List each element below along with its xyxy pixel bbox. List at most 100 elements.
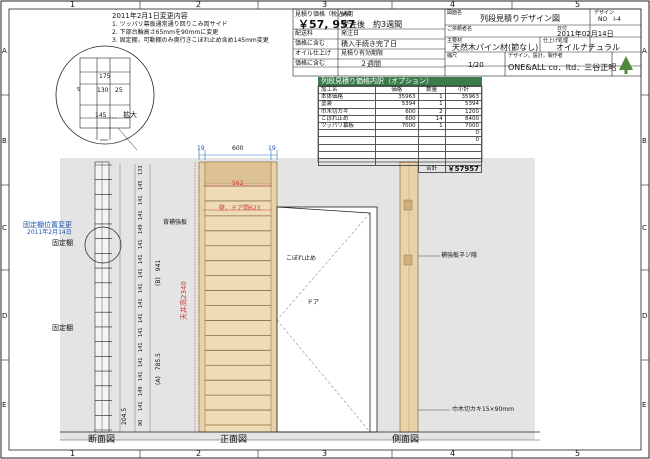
- table-cell: 0: [444, 129, 483, 138]
- table-row: 0: [318, 129, 483, 138]
- table-cell: 8400: [444, 114, 483, 123]
- table-cell: 7000: [374, 121, 419, 131]
- row-label-e-right: E: [642, 401, 647, 409]
- front-shelf: [198, 161, 278, 433]
- row-label-e: E: [2, 401, 7, 409]
- col-label-1-bottom: 1: [70, 449, 76, 458]
- table-cell: 1: [417, 121, 446, 131]
- front-dim-600: 600: [232, 145, 244, 152]
- table-cell: [417, 129, 446, 138]
- table-cell: [374, 150, 419, 159]
- section-dim-label: 141: [138, 254, 144, 264]
- section-dim-label: 141: [138, 313, 144, 323]
- section-dim-label: 141: [138, 283, 144, 294]
- table-cell: [417, 150, 446, 159]
- price-label: 見積り価格（税込み）: [295, 11, 356, 18]
- material-label: 主要材: [447, 38, 463, 44]
- options-total-row: 合計 ￥57957: [319, 165, 483, 174]
- screw-note: 補強板ネジ隠: [441, 252, 478, 259]
- shipping-label: 配送料: [295, 30, 314, 37]
- section-caption: 断面図: [88, 435, 116, 445]
- validity-label: 見積り有効期限: [341, 50, 384, 57]
- section-dim-label: 141: [138, 401, 144, 411]
- col-label-4-bottom: 4: [450, 449, 456, 458]
- options-title-bar: [318, 77, 482, 86]
- options-header-row: 加工名 価格 数量 小計: [318, 85, 483, 95]
- oil-value: 価格に含む: [295, 60, 326, 67]
- change-note-1: 固定棚位置変更: [23, 221, 72, 229]
- design-no-label: デザイン: [594, 10, 615, 16]
- options-header-price: 価格: [374, 85, 419, 95]
- row-label-a-right: A: [642, 47, 647, 55]
- table-cell: 35963: [374, 93, 419, 102]
- row-ticks: [1, 94, 649, 361]
- table-cell: 600: [374, 114, 419, 123]
- col-label-2: 2: [196, 0, 202, 9]
- door: [276, 206, 378, 433]
- row-label-c-right: C: [642, 224, 647, 232]
- front-dim-19-right: 19: [268, 145, 276, 152]
- left-dim-b: (B) 941: [155, 259, 162, 286]
- finish-label: 仕上げ処理: [543, 38, 569, 44]
- side-caption: 側面図: [392, 435, 420, 445]
- detail-dim-25: 25: [115, 87, 123, 94]
- oil-label: オイル仕上げ: [295, 50, 332, 57]
- col-label-4: 4: [450, 0, 456, 9]
- notes-item-3: 3. 固定棚，可動棚のみ奥行きこぼれ止め含め145mm変更: [112, 37, 269, 44]
- table-cell: 0: [444, 136, 483, 145]
- table-cell: [417, 136, 446, 145]
- col-label-5-bottom: 5: [575, 449, 581, 458]
- table-cell: こぼれ止め: [318, 114, 376, 123]
- material-value: 天然木パイン材(節なし): [452, 43, 539, 52]
- drawing-name-label: 図面名: [447, 10, 463, 16]
- baseboard-note: 巾木切カキ15×90mm: [452, 406, 514, 413]
- section-dim-label: 141: [138, 268, 144, 279]
- scale-label: 縮尺: [447, 53, 458, 59]
- table-cell: [374, 157, 419, 167]
- section-dim-label: 149: [138, 224, 144, 235]
- section-dim-label: 141: [138, 298, 144, 308]
- options-total-value: ￥57957: [444, 165, 483, 174]
- change-note-2: 2011年2月14日: [27, 229, 72, 236]
- col-label-2-bottom: 2: [196, 449, 202, 458]
- col-label-3-bottom: 3: [322, 449, 328, 458]
- detail-drawing: [79, 57, 131, 141]
- section-dim-label: 141: [138, 342, 144, 353]
- table-cell: [318, 143, 376, 152]
- table-cell: 5394: [374, 100, 419, 109]
- maker-label: デザイン，設計，製作者: [508, 53, 563, 59]
- front-top-dims: [198, 150, 278, 160]
- table-cell: 巾木切カキ: [318, 107, 376, 116]
- table-cell: [417, 157, 446, 167]
- section-shelves: [95, 164, 112, 431]
- col-label-5: 5: [575, 0, 581, 9]
- detail-dim-130: 130: [97, 87, 109, 94]
- left-dim-2045: 204.5: [121, 407, 128, 425]
- options-total-label: 合計: [417, 165, 446, 174]
- section-dim-label: 141: [138, 195, 144, 205]
- detail-leader: [117, 127, 138, 151]
- maker-value: ONE&ALL co．ltd．三谷正昭: [508, 63, 617, 72]
- section-dim-label: 141: [138, 327, 144, 338]
- table-cell: 2: [417, 107, 446, 116]
- notes-item-2: 2. 下部台輪高さ65mmを90mmに変更: [112, 29, 219, 36]
- table-cell: 1: [417, 93, 446, 102]
- table-cell: 1200: [444, 107, 483, 116]
- scale-value: 1/20: [468, 61, 484, 69]
- table-cell: [444, 143, 483, 152]
- drawing-name: 列段見積りデザイン図: [480, 14, 560, 23]
- price-value: ￥57, 957: [298, 18, 356, 31]
- table-cell: 7000: [444, 121, 483, 131]
- fixed-shelf-circle: [84, 226, 122, 264]
- table-cell: 14: [417, 114, 446, 123]
- table-cell: 1: [417, 100, 446, 109]
- section-dim-label: 90: [138, 419, 144, 426]
- table-cell: 5394: [444, 100, 483, 109]
- table-row: [318, 150, 483, 159]
- options-title: 列段見積り価格内訳（オプション）: [321, 77, 433, 85]
- date-label: 日付: [557, 26, 568, 32]
